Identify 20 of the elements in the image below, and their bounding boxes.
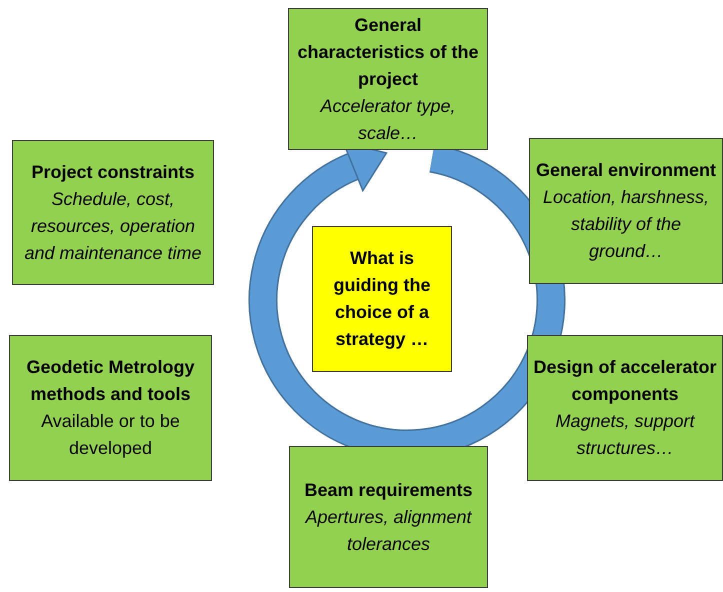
box-heading: Design of accelerator components bbox=[532, 356, 718, 406]
box-description: Apertures, alignment tolerances bbox=[304, 506, 473, 556]
box-heading: What is guiding the choice of a strategy … bbox=[332, 247, 432, 351]
box-heading: General environment bbox=[536, 159, 716, 182]
topic-box bbox=[288, 8, 488, 150]
box-description: Magnets, support structures… bbox=[554, 410, 696, 460]
box-description: Schedule, cost, resources, operation and maintenance time bbox=[23, 188, 203, 264]
topic-box bbox=[9, 335, 212, 481]
topic-box bbox=[12, 140, 214, 285]
center-box bbox=[312, 226, 452, 372]
box-description: Accelerator type, scale… bbox=[318, 94, 457, 144]
box-description: Location, harshness, stability of the ground… bbox=[542, 186, 710, 263]
box-heading: Geodetic Metrology methods and tools bbox=[25, 356, 196, 406]
topic-box bbox=[289, 446, 488, 588]
box-heading: Project constraints bbox=[31, 160, 195, 184]
topic-box bbox=[527, 335, 723, 481]
box-description: Available or to be developed bbox=[40, 410, 181, 460]
box-heading: Beam requirements bbox=[304, 478, 473, 502]
topic-box bbox=[529, 138, 723, 284]
box-heading: General characteristics of the project bbox=[296, 14, 480, 91]
